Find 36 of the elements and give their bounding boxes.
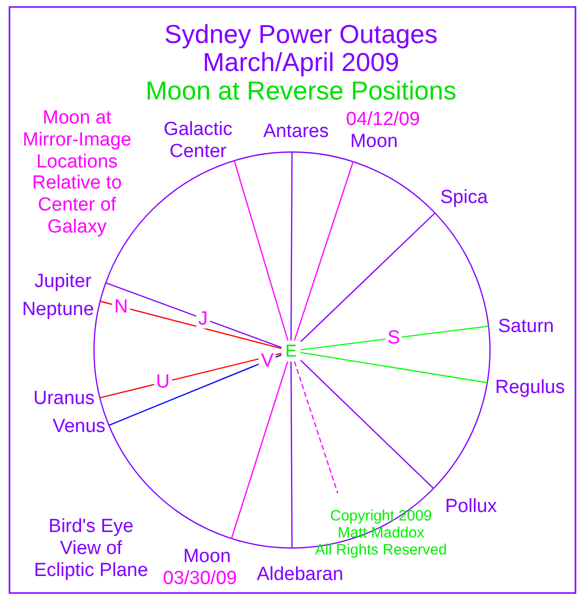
connector-line — [300, 352, 488, 384]
connector-line — [300, 212, 436, 342]
subtitle: Moon at Reverse Positions — [146, 76, 456, 106]
connector-line — [100, 300, 282, 350]
connector-line — [300, 360, 434, 489]
body-label: Aldebaran — [256, 564, 344, 586]
body-label: Saturn — [498, 316, 554, 338]
edge-label: J — [196, 309, 210, 328]
connector-line — [108, 354, 282, 426]
body-label: Moon — [350, 131, 398, 153]
connector-line — [230, 361, 288, 539]
body-label: Regulus — [495, 377, 565, 399]
body-label: Neptune — [22, 299, 94, 321]
date-label: 04/12/09 — [346, 109, 420, 131]
center-label: E — [281, 340, 301, 362]
date-label: 03/30/09 — [163, 568, 237, 590]
note-text: Bird's Eye View of Ecliptic Plane — [34, 516, 148, 582]
dashed-line — [294, 361, 338, 494]
note-text: Moon at Mirror-Image Locations Relative to Center of Galaxy — [22, 108, 132, 238]
body-label: Pollux — [445, 496, 497, 518]
body-label: Jupiter — [34, 271, 92, 293]
connector-line — [300, 326, 489, 350]
connector-line — [290, 362, 293, 548]
connector-line — [290, 152, 293, 340]
title: Sydney Power Outages March/April 2009 — [164, 20, 438, 76]
body-label: Antares — [263, 121, 329, 143]
body-label: Uranus — [33, 388, 95, 410]
body-label: Venus — [52, 416, 106, 438]
connector-line — [294, 161, 354, 341]
connector-line — [234, 160, 288, 341]
body-label: Galactic Center — [164, 119, 232, 163]
body-label: Moon — [183, 546, 231, 568]
connector-line — [100, 352, 282, 398]
connector-line — [106, 282, 282, 348]
copyright-notice: Copyright 2009 Matt Maddox All Rights Reserved — [315, 508, 447, 558]
body-label: Spica — [440, 187, 488, 209]
